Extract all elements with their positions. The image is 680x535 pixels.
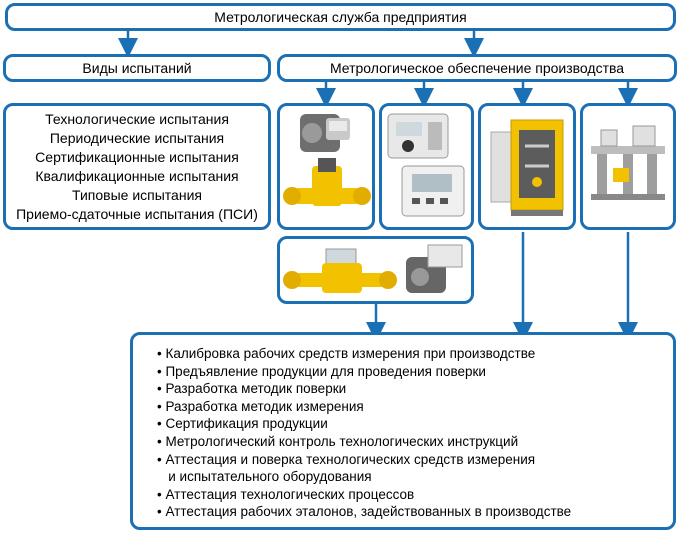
task-item: • Предъявление продукции для проведения … (157, 363, 486, 379)
test-type-item: Квалификационные испытания (35, 167, 239, 184)
task-item: и испытательного оборудования (157, 469, 372, 485)
task-item: • Разработка методик измерения (157, 398, 364, 414)
task-item: • Аттестация рабочих эталонов, задейство… (157, 504, 572, 520)
metering-unit-image (283, 244, 463, 293)
test-type-item: Сертификационные испытания (35, 148, 239, 165)
metering-unit-box (277, 236, 474, 304)
tasks-box: • Калибровка рабочих средств измерения п… (130, 332, 676, 530)
gas-meter-pair-image (283, 114, 371, 206)
test-stand-box (580, 103, 676, 230)
task-item: • Аттестация и поверка технологических с… (157, 451, 536, 467)
electronic-correctors-image (387, 113, 465, 217)
task-item: • Аттестация технологических процессов (157, 486, 415, 502)
left-header-box: Виды испытаний (3, 54, 271, 82)
top-header-box: Метрологическая служба предприятия (5, 3, 676, 31)
left-header-title: Виды испытаний (82, 60, 192, 76)
gas-meter-pair-box (277, 103, 375, 230)
right-header-box: Метрологическое обеспечение производства (277, 54, 677, 82)
gas-cabinet-image (490, 119, 564, 216)
test-stand-image (591, 125, 665, 200)
right-header-title: Метрологическое обеспечение производства (329, 60, 625, 76)
test-types-box: Технологические испытания Периодические … (3, 103, 271, 230)
electronic-correctors-box (379, 103, 474, 230)
test-type-item: Приемо-сдаточные испытания (ПСИ) (16, 205, 258, 222)
task-item: • Разработка методик поверки (157, 381, 347, 397)
test-type-item: Технологические испытания (45, 110, 229, 127)
task-item: • Калибровка рабочих средств измерения п… (157, 346, 536, 361)
gas-cabinet-box (478, 103, 576, 230)
test-type-item: Периодические испытания (49, 129, 225, 146)
test-type-item: Типовые испытания (72, 186, 202, 203)
task-item: • Сертификация продукции (157, 416, 328, 432)
task-item: • Метрологический контроль технологическ… (157, 433, 519, 449)
top-header-title: Метрологическая служба предприятия (214, 9, 467, 25)
